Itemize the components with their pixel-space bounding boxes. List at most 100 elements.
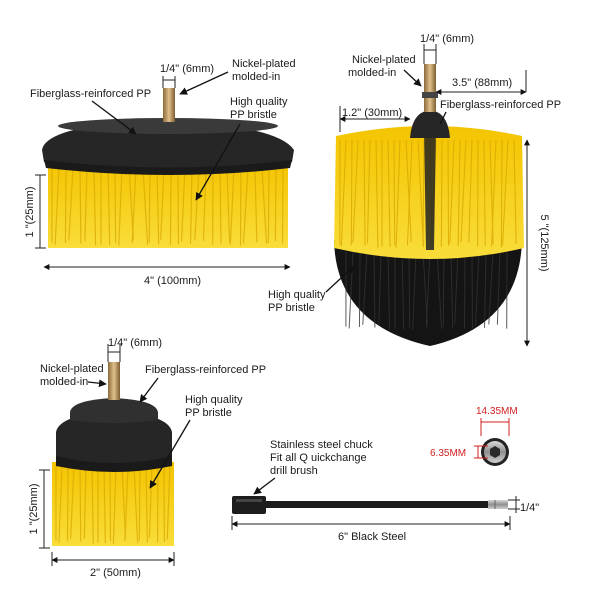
small-brush-width-dim-text: 2" (50mm) [90,567,141,579]
bristle-strand [202,167,207,241]
small-brush-shank-dimension: 1/4" (6mm) [107,337,162,362]
bristle-strand [363,139,366,246]
bristle-strand [348,251,354,329]
flat-brush-shank-dimension: 1/4" (6mm) [160,63,214,88]
bristle-strand [64,167,67,243]
small-brush-height-dim-text: 1 "(25mm) [28,484,40,535]
flat-brush-fiberglass-label: Fiberglass-reinforced PP [30,88,151,100]
cone-brush-width-dimension: 3.5" (88mm) [435,70,527,95]
extension-chuck [232,496,266,514]
extension-shank-dim-text: 1/4" [520,502,539,514]
flat-brush-bristle-label-2: PP bristle [230,109,277,121]
bristle-strand [131,167,137,244]
bristle-strand [58,465,63,543]
small-brush-fiberglass-label: Fiberglass-reinforced PP [145,364,266,376]
bristle-strand [500,139,503,248]
bristle-strand [460,139,467,243]
chuck-end-view: 14.35MM 6.35MM [430,406,518,466]
bristle-strand [387,251,391,330]
bristle-strand [103,465,106,544]
bristle-strand [463,251,466,329]
cone-brush-fiberglass-leader [439,111,447,125]
small-brush-bristles [52,462,174,546]
flat-brush-bristle-label-1: High quality [230,96,288,108]
bristle-strand [219,167,222,244]
flat-brush-bristles [48,162,288,248]
bristle-strand [366,139,371,244]
bristle-strand [457,139,461,246]
bristle-strand [483,139,486,246]
extension-hex-end [488,500,508,509]
bristle-strand [358,251,361,327]
bristle-strand [226,167,231,243]
flat-brush-nickel-label-1: Nickel-plated [232,58,296,70]
extension-chuck-leader [253,477,276,495]
bristle-strand [412,251,417,330]
small-brush-base [56,412,172,465]
bristle-strand [395,139,401,248]
cone-brush-fiberglass-label: Fiberglass-reinforced PP [440,99,561,111]
bristle-strand [84,167,88,242]
bristle-strand [156,167,160,245]
bristle-strand [436,251,443,329]
bristle-strand [496,251,501,325]
bristle-strand [449,139,455,244]
extension-length-dim-text: 6" Black Steel [338,531,406,543]
flat-brush-nickel-leader [179,71,229,95]
bristle-strand [261,167,268,245]
cone-brush-height-dimension: 5 "(125mm) [524,139,550,347]
chuck-outer-dim-text: 14.35MM [476,406,518,417]
flat-brush-width-dimension: 4" (100mm) [43,264,291,287]
bristle-strand [475,251,480,326]
bristle-strand [450,251,454,329]
bristle-strand [440,139,443,247]
bristle-strand [242,167,249,244]
bristle-strand [447,139,450,247]
bristle-strand [148,167,151,243]
bristle-strand [160,167,165,241]
bristle-strand [513,139,517,245]
chuck-inner-dim-text: 6.35MM [430,448,466,459]
small-brush-bristle-leader [149,419,191,489]
flat-brush-height-dim-text: 1 "(25mm) [24,187,36,238]
flat-brush: 1/4" (6mm) Nickel-plated molded-in Fiber… [24,58,296,287]
small-brush-bristle-label-2: PP bristle [185,407,232,419]
bristle-strand [133,465,139,543]
cone-brush-top-dimension: 1.2" (30mm) [339,106,411,132]
bristle-strand [454,251,459,325]
small-brush-shank [108,362,120,400]
bristle-strand [340,139,347,247]
bristle-strand [274,167,277,241]
cone-brush-cap [410,110,450,138]
flat-brush-shank [163,88,175,122]
small-brush-nickel-label-1: Nickel-plated [40,363,104,375]
bristle-strand [112,465,117,544]
bristle-strand [488,251,494,325]
small-brush-shank-dim-text: 1/4" (6mm) [108,337,162,349]
bristle-strand [362,251,368,325]
cone-brush-height-dim-text: 5 "(125mm) [538,214,550,271]
bristle-strand [352,139,359,243]
bristle-strand [121,465,127,539]
cone-brush-bristle-leader [325,265,355,293]
flat-brush-height-dimension: 1 "(25mm) [24,174,46,249]
bristle-strand [267,167,270,244]
bristle-strand [114,167,117,244]
bristle-strand [417,139,425,247]
bristle-strand [425,251,431,328]
bristle-strand [138,465,141,541]
small-brush-nickel-leader [87,379,107,388]
bristle-strand [68,167,74,241]
bristle-strand [189,167,193,244]
cone-brush-nickel-leader [403,69,422,87]
bristle-strand [408,251,411,328]
small-brush: 1/4" (6mm) Nickel-plated molded-in Fiber… [28,337,266,579]
extension-chuck-label-3: drill brush [270,465,318,477]
extension-length-dimension: 6" Black Steel [231,516,511,543]
bristle-strand [145,465,148,543]
bristle-strand [79,465,82,542]
bristle-strand [142,167,149,245]
flat-brush-shank-dim-text: 1/4" (6mm) [160,63,214,75]
extension-bar: Stainless steel chuck Fit all Q uickchan… [231,406,539,543]
cone-brush-bristle-label-1: High quality [268,289,326,301]
